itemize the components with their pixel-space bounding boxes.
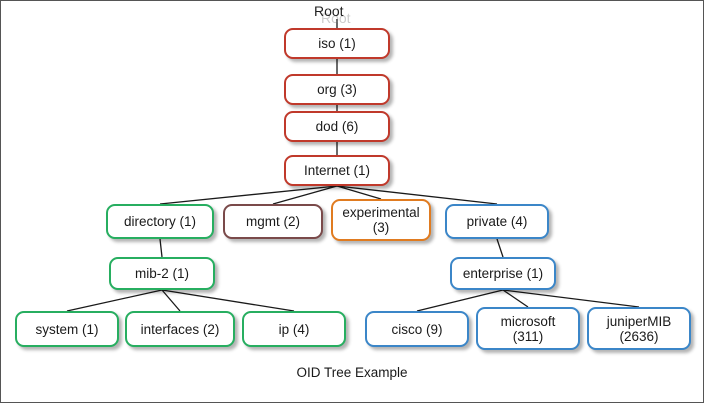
edge-internet-to-experimental (336, 185, 382, 200)
edge-mib2-to-system (66, 289, 163, 312)
oid-node-enterprise[interactable]: enterprise (1) (450, 257, 556, 290)
edge-enterprise-to-microsoft (502, 289, 529, 308)
edge-private-to-enterprise (496, 238, 504, 258)
oid-node-cisco[interactable]: cisco (9) (365, 311, 469, 347)
root-label: Root (314, 3, 344, 19)
edge-enterprise-to-juniper (502, 289, 640, 308)
oid-node-experimental[interactable]: experimental (3) (331, 199, 431, 241)
oid-node-internet[interactable]: Internet (1) (284, 155, 390, 186)
oid-node-private[interactable]: private (4) (445, 204, 549, 239)
oid-node-org[interactable]: org (3) (284, 74, 390, 105)
oid-node-dod[interactable]: dod (6) (284, 111, 390, 142)
oid-node-iso[interactable]: iso (1) (284, 28, 390, 59)
edge-internet-to-directory (159, 185, 338, 205)
edge-internet-to-mgmt (272, 185, 338, 205)
oid-node-interfaces[interactable]: interfaces (2) (125, 311, 235, 347)
oid-node-system[interactable]: system (1) (15, 311, 119, 347)
edge-mib2-to-interfaces (161, 289, 181, 312)
oid-node-microsoft[interactable]: microsoft (311) (476, 307, 580, 350)
oid-node-mgmt[interactable]: mgmt (2) (223, 204, 323, 239)
root-label-shadow: Root (321, 10, 351, 26)
oid-node-ip[interactable]: ip (4) (242, 311, 346, 347)
oid-node-juniper[interactable]: juniperMIB (2636) (587, 307, 691, 350)
edge-mib2-to-ip (161, 289, 295, 312)
edge-directory-to-mib2 (159, 238, 163, 258)
diagram-caption: OID Tree Example (296, 365, 408, 380)
oid-node-directory[interactable]: directory (1) (106, 204, 214, 239)
oid-node-mib2[interactable]: mib-2 (1) (109, 257, 215, 290)
